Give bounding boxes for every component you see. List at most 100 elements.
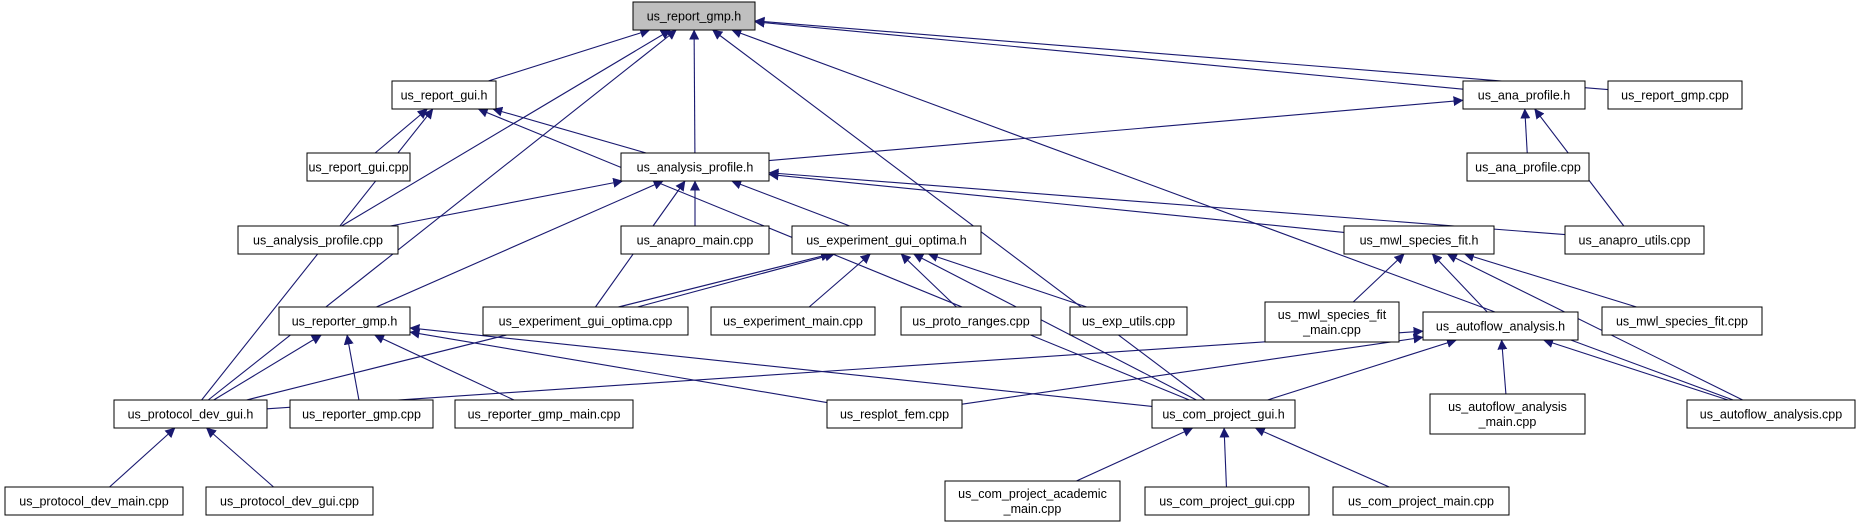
node-us-com-project-gui-h[interactable]: us_com_project_gui.h — [1151, 399, 1296, 429]
node-box — [1332, 486, 1510, 516]
node-box — [620, 152, 770, 182]
node-us-autoflow-analysis-h[interactable]: us_autoflow_analysis.h — [1422, 311, 1579, 341]
edge-us-protocol-dev-gui-h-to-us-reporter-gmp-h — [213, 334, 322, 401]
edge-us-experiment-main-cpp-to-us-experiment-gui-optima-h — [808, 253, 871, 308]
edge-us-protocol-dev-gui-h-to-us-report-gmp-h — [207, 29, 677, 401]
node-box — [237, 225, 399, 255]
node-us-reporter-gmp-main-cpp[interactable]: us_reporter_gmp_main.cpp — [454, 399, 634, 429]
node-label: us_mwl_species_fit.h — [1360, 234, 1479, 248]
node-label: us_analysis_profile.h — [637, 161, 754, 175]
node-label: us_com_project_gui.cpp — [1159, 495, 1295, 509]
node-box — [900, 306, 1042, 336]
node-us-anapro-main-cpp[interactable]: us_anapro_main.cpp — [620, 225, 770, 255]
edge-us-analysis-profile-cpp-to-us-analysis-profile-h — [390, 177, 624, 227]
node-us-com-project-gui-cpp[interactable]: us_com_project_gui.cpp — [1144, 486, 1310, 516]
node-box — [306, 152, 411, 182]
node-us-experiment-gui-optima-cpp[interactable]: us_experiment_gui_optima.cpp — [482, 306, 689, 336]
node-label: us_proto_ranges.cpp — [912, 315, 1029, 329]
node-box — [1069, 306, 1188, 336]
node-us-resplot-fem-cpp[interactable]: us_resplot_fem.cpp — [826, 399, 963, 429]
node-label: us_autoflow_analysis.cpp — [1700, 408, 1842, 422]
edge-us-experiment-gui-optima-cpp-to-us-experiment-gui-optima-h — [637, 251, 835, 308]
node-box — [1422, 311, 1579, 341]
node-us-com-project-main-cpp[interactable]: us_com_project_main.cpp — [1332, 486, 1510, 516]
node-us-reporter-gmp-cpp[interactable]: us_reporter_gmp.cpp — [289, 399, 434, 429]
node-us-exp-utils-cpp[interactable]: us_exp_utils.cpp — [1069, 306, 1188, 336]
node-label: us_exp_utils.cpp — [1082, 315, 1175, 329]
edges-layer — [109, 16, 1743, 488]
edge-us-mwl-species-fit-h-to-us-analysis-profile-h — [768, 170, 1345, 233]
node-box — [944, 480, 1121, 522]
edge-us-resplot-fem-cpp-to-us-autoflow-analysis-h — [961, 333, 1424, 405]
node-us-mwl-species-fit-main-cpp[interactable]: us_mwl_species_fit_main.cpp — [1264, 301, 1400, 343]
node-label: us_analysis_profile.cpp — [253, 234, 383, 248]
node-label: us_reporter_gmp.h — [292, 315, 398, 329]
edge-us-reporter-gmp-cpp-to-us-reporter-gmp-h — [343, 334, 360, 401]
node-box — [289, 399, 434, 429]
node-label: us_mwl_species_fit.cpp — [1616, 315, 1748, 329]
node-us-protocol-dev-gui-h[interactable]: us_protocol_dev_gui.h — [113, 399, 268, 429]
edge-us-autoflow-analysis-cpp-to-us-mwl-species-fit-h — [1446, 253, 1743, 401]
node-us-autoflow-analysis-main-cpp[interactable]: us_autoflow_analysis_main.cpp — [1429, 393, 1586, 435]
edge-us-com-project-gui-h-to-us-autoflow-analysis-h — [1267, 338, 1457, 401]
node-label: us_reporter_gmp.cpp — [302, 408, 421, 422]
node-box — [4, 486, 184, 516]
node-us-report-gui-h[interactable]: us_report_gui.h — [391, 80, 497, 110]
node-us-report-gui-cpp[interactable]: us_report_gui.cpp — [306, 152, 411, 182]
node-us-mwl-species-fit-h[interactable]: us_mwl_species_fit.h — [1343, 225, 1495, 255]
node-us-reporter-gmp-h[interactable]: us_reporter_gmp.h — [278, 306, 411, 336]
edge-us-protocol-dev-main-cpp-to-us-protocol-dev-gui-h — [109, 427, 176, 488]
node-label: us_com_project_main.cpp — [1348, 495, 1494, 509]
edge-us-analysis-profile-h-to-us-report-gui-h — [492, 106, 647, 154]
node-us-protocol-dev-main-cpp[interactable]: us_protocol_dev_main.cpp — [4, 486, 184, 516]
node-label: us_reporter_gmp_main.cpp — [468, 408, 621, 422]
edge-us-com-project-gui-cpp-to-us-com-project-gui-h — [1219, 427, 1230, 488]
node-us-protocol-dev-gui-cpp[interactable]: us_protocol_dev_gui.cpp — [205, 486, 374, 516]
node-label: us_experiment_main.cpp — [723, 315, 863, 329]
node-us-report-gmp-h[interactable]: us_report_gmp.h — [632, 1, 756, 31]
edge-us-reporter-gmp-main-cpp-to-us-reporter-gmp-h — [374, 334, 515, 401]
node-label: us_protocol_dev_gui.h — [128, 408, 254, 422]
node-us-anapro-utils-cpp[interactable]: us_anapro_utils.cpp — [1564, 225, 1705, 255]
edge-us-exp-utils-cpp-to-us-experiment-gui-optima-h — [927, 252, 1087, 308]
node-box — [1144, 486, 1310, 516]
node-label: us_experiment_gui_optima.cpp — [499, 315, 673, 329]
edge-us-autoflow-analysis-h-to-us-mwl-species-fit-h — [1431, 253, 1488, 313]
node-label: _main.cpp — [1478, 415, 1537, 429]
node-us-mwl-species-fit-cpp[interactable]: us_mwl_species_fit.cpp — [1601, 306, 1763, 336]
node-us-experiment-main-cpp[interactable]: us_experiment_main.cpp — [710, 306, 876, 336]
node-us-analysis-profile-h[interactable]: us_analysis_profile.h — [620, 152, 770, 182]
node-us-report-gmp-cpp[interactable]: us_report_gmp.cpp — [1607, 80, 1743, 110]
node-us-ana-profile-cpp[interactable]: us_ana_profile.cpp — [1466, 152, 1590, 182]
node-box — [1466, 152, 1590, 182]
edge-us-analysis-profile-cpp-to-us-report-gmp-h — [341, 29, 671, 227]
node-box — [1462, 80, 1586, 110]
node-box — [1601, 306, 1763, 336]
node-box — [482, 306, 689, 336]
node-label: us_experiment_gui_optima.h — [806, 234, 967, 248]
node-us-proto-ranges-cpp[interactable]: us_proto_ranges.cpp — [900, 306, 1042, 336]
node-us-analysis-profile-cpp[interactable]: us_analysis_profile.cpp — [237, 225, 399, 255]
node-us-com-project-academic-main-cpp[interactable]: us_com_project_academic_main.cpp — [944, 480, 1121, 522]
edge-us-mwl-species-fit-main-cpp-to-us-mwl-species-fit-h — [1352, 253, 1405, 303]
node-box — [632, 1, 756, 31]
nodes-layer: us_report_gmp.h us_report_gui.h us_ana_pro… — [4, 1, 1856, 522]
edge-us-anapro-utils-cpp-to-us-analysis-profile-h — [768, 168, 1566, 236]
node-label: us_protocol_dev_gui.cpp — [220, 495, 359, 509]
node-us-experiment-gui-optima-h[interactable]: us_experiment_gui_optima.h — [791, 225, 982, 255]
node-box — [710, 306, 876, 336]
edge-us-autoflow-analysis-cpp-to-us-autoflow-analysis-h — [1543, 338, 1729, 401]
edge-us-com-project-academic-main-cpp-to-us-com-project-gui-h — [1076, 427, 1194, 482]
node-box — [205, 486, 374, 516]
edge-us-analysis-profile-h-to-us-report-gmp-h — [689, 29, 700, 154]
node-box — [1686, 399, 1856, 429]
node-us-autoflow-analysis-cpp[interactable]: us_autoflow_analysis.cpp — [1686, 399, 1856, 429]
node-label: _main.cpp — [1003, 502, 1062, 516]
node-label: us_resplot_fem.cpp — [840, 408, 949, 422]
node-box — [826, 399, 963, 429]
node-us-ana-profile-h[interactable]: us_ana_profile.h — [1462, 80, 1586, 110]
node-box — [1343, 225, 1495, 255]
node-box — [1151, 399, 1296, 429]
node-label: us_report_gui.h — [401, 89, 488, 103]
